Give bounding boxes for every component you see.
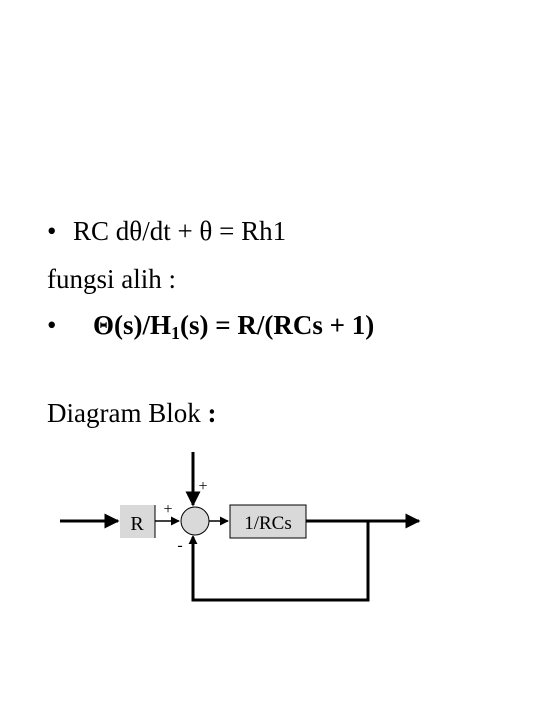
sign-left-plus: + <box>163 501 172 518</box>
bullet: • <box>47 310 57 340</box>
differential-equation: RC dθ/dt + θ = Rh1 <box>73 216 287 246</box>
transfer-function-lhs: Θ(s)/H <box>93 310 171 340</box>
gain-block-label: R <box>130 513 144 535</box>
transfer-function-block-label: 1/RCs <box>244 513 292 534</box>
gain-block-r <box>120 505 155 538</box>
transfer-function-subscript: 1 <box>171 323 180 343</box>
block-diagram-heading: Diagram Blok : <box>47 398 216 429</box>
transfer-function-block <box>229 504 307 539</box>
transfer-function-rhs: (s) = R/(RCs + 1) <box>180 310 375 340</box>
transfer-function-label: fungsi alih : <box>47 264 176 294</box>
transfer-function-line: • Θ(s)/H1(s) = R/(RCs + 1) <box>47 310 374 344</box>
sign-bottom-minus: - <box>177 537 182 554</box>
block-diagram: R + + - 1/RCs <box>60 452 421 602</box>
summing-junction <box>180 506 210 536</box>
sign-top-plus: + <box>198 478 207 495</box>
heading-colon: : <box>200 398 217 428</box>
equation-line: • RC dθ/dt + θ = Rh1 <box>47 216 286 247</box>
block-diagram-title: Diagram Blok <box>47 398 201 428</box>
bullet: • <box>47 216 57 246</box>
